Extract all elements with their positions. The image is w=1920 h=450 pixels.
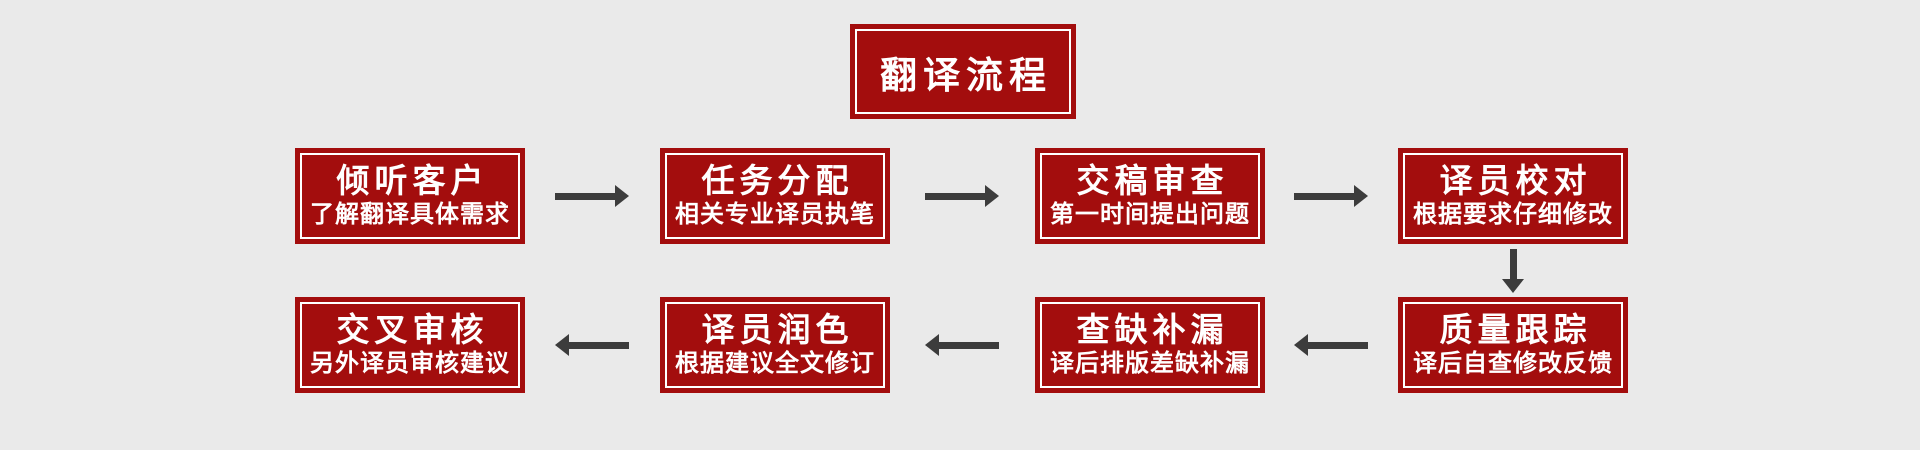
arrow-head [615, 185, 629, 207]
arrow-head [1502, 279, 1524, 293]
arrow-shaft [1509, 249, 1517, 279]
flowchart-title: 翻译流程 [880, 54, 1052, 96]
step-subtitle: 译后自查修改反馈 [1413, 350, 1613, 378]
flow-step-submission-review: 交稿审查 第一时间提出问题 [1035, 148, 1265, 244]
step-title: 质量跟踪 [1439, 311, 1592, 349]
step-subtitle: 译后排版差缺补漏 [1050, 350, 1250, 378]
step-title: 倾听客户 [336, 162, 489, 200]
arrow-head [1354, 185, 1368, 207]
flow-step-inner: 译员校对 根据要求仔细修改 [1403, 153, 1623, 239]
step-title: 交叉审核 [336, 311, 489, 349]
flow-step-inner: 交稿审查 第一时间提出问题 [1040, 153, 1260, 239]
flow-step-translator-proofreading: 译员校对 根据要求仔细修改 [1398, 148, 1628, 244]
flow-step-inner: 倾听客户 了解翻译具体需求 [300, 153, 520, 239]
flowchart-title-inner: 翻译流程 [855, 29, 1071, 114]
arrow-left-icon [925, 334, 999, 356]
step-subtitle: 根据要求仔细修改 [1413, 201, 1613, 229]
arrow-shaft [555, 192, 615, 200]
flow-step-cross-review: 交叉审核 另外译员审核建议 [295, 297, 525, 393]
arrow-right-icon [555, 185, 629, 207]
step-title: 译员校对 [1439, 162, 1592, 200]
step-title: 查缺补漏 [1076, 311, 1229, 349]
step-subtitle: 第一时间提出问题 [1050, 201, 1250, 229]
step-title: 任务分配 [701, 162, 854, 200]
step-title: 译员润色 [701, 311, 854, 349]
flow-step-listen-customer: 倾听客户 了解翻译具体需求 [295, 148, 525, 244]
arrow-right-icon [925, 185, 999, 207]
arrow-down-icon [1502, 249, 1524, 293]
arrow-shaft [1308, 341, 1368, 349]
flow-step-task-assignment: 任务分配 相关专业译员执笔 [660, 148, 890, 244]
step-subtitle: 另外译员审核建议 [310, 350, 510, 378]
arrow-head [1294, 334, 1308, 356]
flow-step-inner: 任务分配 相关专业译员执笔 [665, 153, 885, 239]
flow-step-inner: 译员润色 根据建议全文修订 [665, 302, 885, 388]
arrow-shaft [925, 192, 985, 200]
flow-step-inner: 查缺补漏 译后排版差缺补漏 [1040, 302, 1260, 388]
flow-step-quality-tracking: 质量跟踪 译后自查修改反馈 [1398, 297, 1628, 393]
arrow-right-icon [1294, 185, 1368, 207]
flowchart-title-box: 翻译流程 [850, 24, 1076, 119]
step-subtitle: 了解翻译具体需求 [310, 201, 510, 229]
flow-step-inner: 质量跟踪 译后自查修改反馈 [1403, 302, 1623, 388]
flow-step-translator-polishing: 译员润色 根据建议全文修订 [660, 297, 890, 393]
arrow-head [555, 334, 569, 356]
step-subtitle: 相关专业译员执笔 [675, 201, 875, 229]
step-title: 交稿审查 [1076, 162, 1229, 200]
flow-step-inner: 交叉审核 另外译员审核建议 [300, 302, 520, 388]
arrow-left-icon [555, 334, 629, 356]
arrow-shaft [1294, 192, 1354, 200]
arrow-head [985, 185, 999, 207]
arrow-shaft [939, 341, 999, 349]
arrow-shaft [569, 341, 629, 349]
flow-step-gap-filling: 查缺补漏 译后排版差缺补漏 [1035, 297, 1265, 393]
arrow-left-icon [1294, 334, 1368, 356]
arrow-head [925, 334, 939, 356]
step-subtitle: 根据建议全文修订 [675, 350, 875, 378]
